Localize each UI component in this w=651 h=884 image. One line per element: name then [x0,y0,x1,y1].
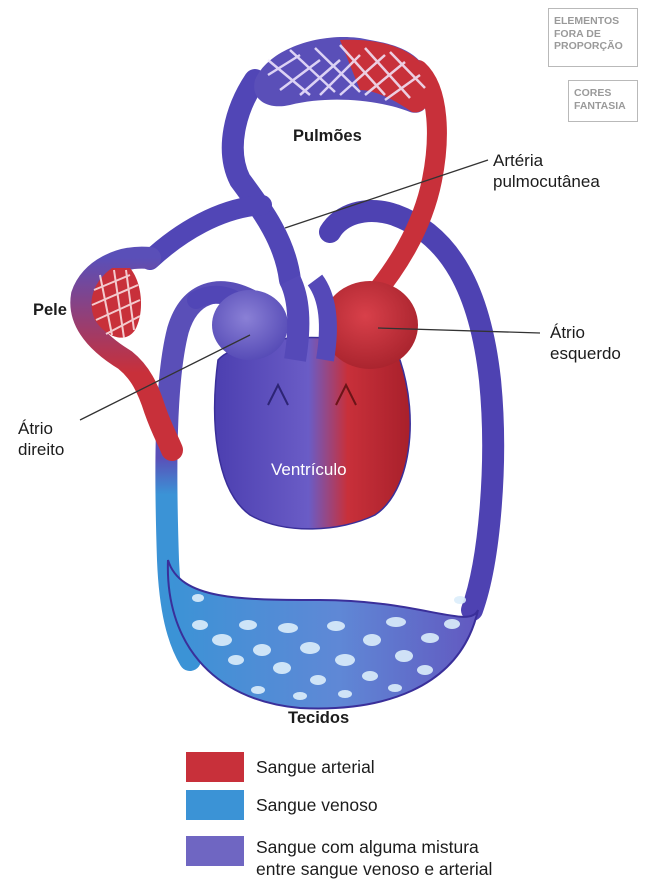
legend-swatch-arterial [186,752,244,782]
cutaneous-branch [150,205,262,260]
label-tissues: Tecidos [288,708,349,729]
skin-capillary-bed [81,258,172,450]
tissue-capillary-bed [168,560,478,708]
label-lungs: Pulmões [293,126,362,147]
fantasy-colors-badge: CORES FANTASIA [568,80,638,122]
label-pulmocutaneous-artery: Artéria pulmocutânea [493,150,600,192]
label-left-atrium: Átrio esquerdo [550,322,621,364]
legend-label-venous: Sangue venoso [256,794,378,816]
out-of-proportion-badge: ELEMENTOS FORA DE PROPORÇÃO [548,8,638,67]
legend-swatch-venous [186,790,244,820]
label-right-atrium: Átrio direito [18,418,64,460]
legend-swatch-mixed [186,836,244,866]
legend-label-mixed: Sangue com alguma mistura entre sangue v… [256,836,492,880]
pulmocutaneous-artery-vessel [233,80,290,280]
label-skin: Pele [33,300,67,321]
legend-label-arterial: Sangue arterial [256,756,375,778]
right-atrium-shape [212,290,288,360]
heart [212,280,418,529]
lung-capillary-bed [254,37,432,113]
label-ventricle: Ventrículo [271,459,347,480]
